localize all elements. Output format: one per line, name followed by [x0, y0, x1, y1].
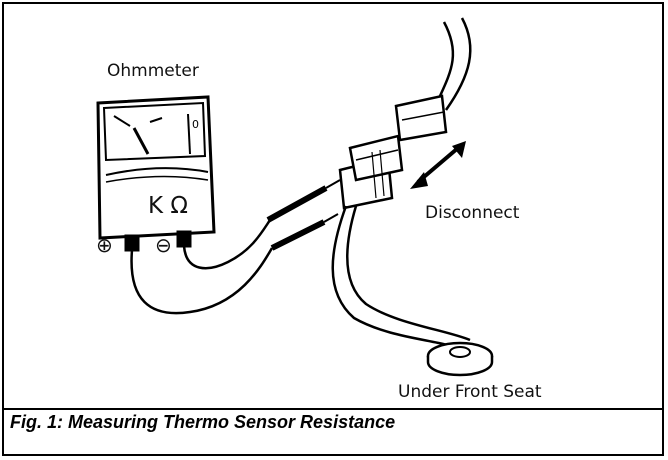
connector-pair — [338, 94, 448, 210]
caption-divider — [2, 408, 664, 410]
positive-terminal-icon: ⊕ — [96, 233, 113, 257]
sensor-cable-lower — [331, 205, 471, 352]
ohmmeter-label: Ohmmeter — [107, 61, 199, 81]
test-leads — [130, 179, 341, 315]
meter-scale-zero: 0 — [192, 118, 199, 131]
negative-terminal-icon: ⊖ — [155, 233, 172, 257]
meter-unit-label: K Ω — [148, 193, 188, 219]
under-front-seat-label: Under Front Seat — [398, 382, 542, 402]
disconnect-arrow — [410, 141, 466, 189]
harness-cable-upper — [438, 17, 472, 111]
ohmmeter — [96, 95, 216, 252]
figure-caption: Fig. 1: Measuring Thermo Sensor Resistan… — [10, 412, 396, 432]
disconnect-label: Disconnect — [425, 203, 520, 223]
thermo-sensor — [426, 341, 494, 377]
